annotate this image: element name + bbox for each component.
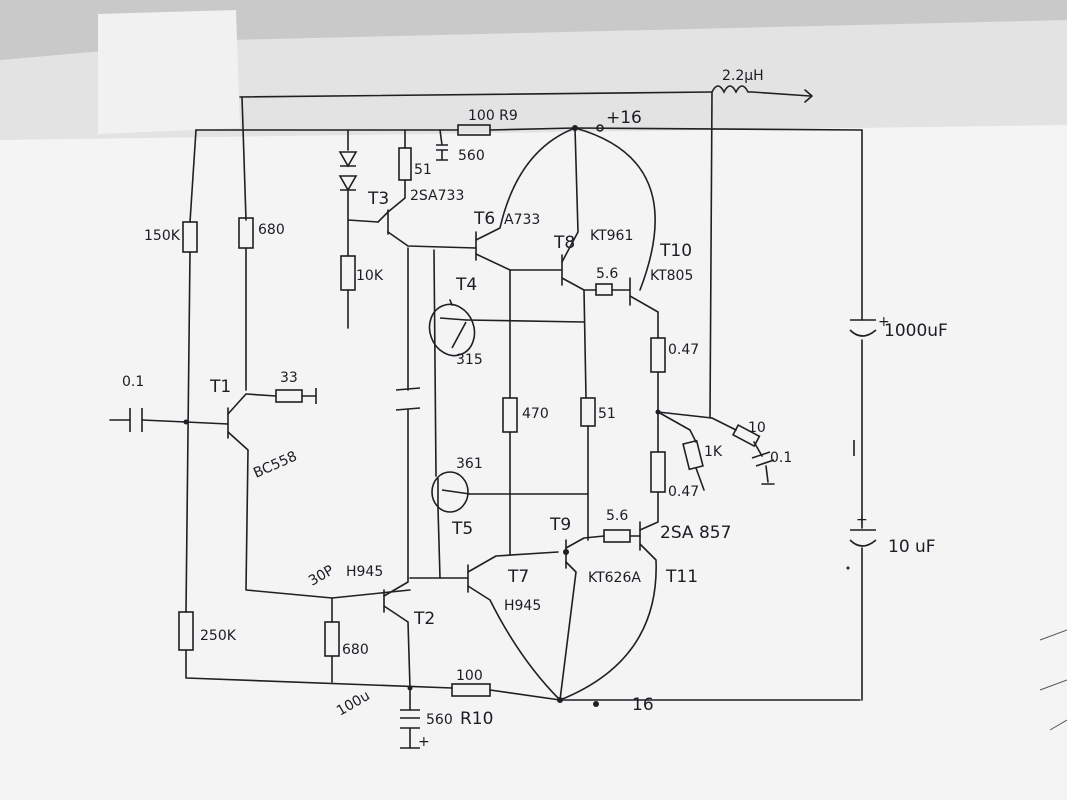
label-315: 315 [456, 352, 483, 368]
terminal-minus16 [593, 701, 599, 707]
capacitor-0.1-output [751, 451, 775, 467]
label-r9: 100 R9 [468, 108, 518, 124]
diode-1 [338, 151, 358, 168]
label-plus-bottom: + [418, 734, 430, 750]
label-t9: T9 [549, 515, 571, 535]
label-10uf: 10 uF [888, 537, 936, 557]
label-560-top: 560 [458, 148, 485, 164]
label-a733: A733 [504, 212, 540, 228]
capacitor-1000uf [849, 319, 877, 337]
label-2sa733: 2SA733 [410, 188, 464, 204]
paper-main [0, 125, 1067, 800]
resistor-0.47-upper [650, 337, 666, 373]
label-h945b: H945 [504, 598, 541, 614]
resistor-250k [178, 611, 194, 651]
resistor-51-small [398, 147, 412, 181]
resistor-680-top [238, 217, 254, 249]
paper-edge-marks [1039, 629, 1067, 731]
label-kt961: KT961 [590, 228, 633, 244]
label-0.47a: 0.47 [668, 342, 699, 358]
label-inductor: 2.2µH [722, 68, 764, 84]
junction [407, 685, 413, 691]
label-33: 33 [280, 370, 298, 386]
wires [109, 89, 863, 749]
resistor-0.47-lower [650, 451, 666, 493]
label-10k: 10K [356, 268, 384, 284]
transistor-t4-body [428, 303, 476, 357]
label-680a: 680 [258, 222, 285, 238]
label-t2: T2 [413, 609, 435, 629]
label-1k: 1K [704, 444, 723, 460]
transistor-t4-leads [439, 317, 467, 349]
label-5.6b: 5.6 [606, 508, 628, 524]
capacitor-input [129, 408, 143, 432]
terminal-plus16 [596, 124, 604, 132]
resistor-33 [275, 389, 303, 403]
label-t4: T4 [455, 275, 477, 295]
resistor-680-bottom [324, 621, 340, 657]
label-t6: T6 [473, 209, 495, 229]
junction [183, 419, 189, 425]
junction [655, 409, 661, 415]
label-10r: 10 [748, 420, 766, 436]
label-t5: T5 [451, 519, 473, 539]
resistor-51-mid [580, 397, 596, 427]
label-150k: 150K [144, 228, 181, 244]
resistor-5.6-bottom [603, 529, 631, 543]
transistor-t5-body [431, 471, 469, 513]
paper-scrap [98, 10, 240, 134]
label-560b: 560 [426, 712, 453, 728]
resistor-r9 [457, 124, 491, 136]
junction [557, 697, 563, 703]
label-5.6a: 5.6 [596, 266, 618, 282]
label-2sa857: 2SA 857 [660, 523, 731, 543]
label-250k: 250K [200, 628, 237, 644]
label-plus-cap: + [878, 314, 890, 330]
capacitor-560-bottom [400, 709, 420, 749]
inductor-2.2uh [711, 85, 752, 94]
label-t8: T8 [553, 233, 575, 253]
label-0.1-in: 0.1 [122, 374, 144, 390]
label-r10-value: 100 [456, 668, 483, 684]
resistor-5.6-top [595, 283, 613, 296]
label-0.47b: 0.47 [668, 484, 699, 500]
resistor-1k [682, 439, 704, 471]
label-r10: R10 [460, 709, 493, 729]
capacitor-10uf [849, 529, 877, 547]
resistor-10k [340, 255, 356, 291]
label-t11: T11 [665, 567, 698, 587]
resistor-150k [182, 221, 198, 253]
label-t7: T7 [507, 567, 529, 587]
label-h945: H945 [346, 564, 383, 580]
label-kt805: KT805 [650, 268, 693, 284]
components [129, 85, 877, 749]
label-minus16: 16 [632, 695, 654, 715]
junction [572, 125, 578, 131]
label-t3: T3 [367, 189, 389, 209]
transistor-t5-leads [437, 478, 471, 508]
diode-2 [338, 175, 358, 192]
label-1000uf: 1000uF [884, 321, 948, 341]
resistor-10 [731, 423, 761, 448]
label-361: 361 [456, 456, 483, 472]
capacitor-560-top [436, 144, 448, 161]
label-kt626a: KT626A [588, 570, 641, 586]
label-t1: T1 [209, 377, 231, 397]
resistor-470 [502, 397, 518, 433]
label-0.1-out: 0.1 [770, 450, 792, 466]
label-51a: 51 [414, 162, 432, 178]
label-t10: T10 [659, 241, 692, 261]
label-470: 470 [522, 406, 549, 422]
capacitor-30p [395, 387, 421, 411]
label-51b: 51 [598, 406, 616, 422]
label-plus16: +16 [606, 108, 642, 128]
label-680b: 680 [342, 642, 369, 658]
label-plus-cap2: + [856, 512, 868, 528]
ink-dot [846, 566, 850, 570]
junction [563, 549, 569, 555]
resistor-r10 [451, 683, 491, 697]
